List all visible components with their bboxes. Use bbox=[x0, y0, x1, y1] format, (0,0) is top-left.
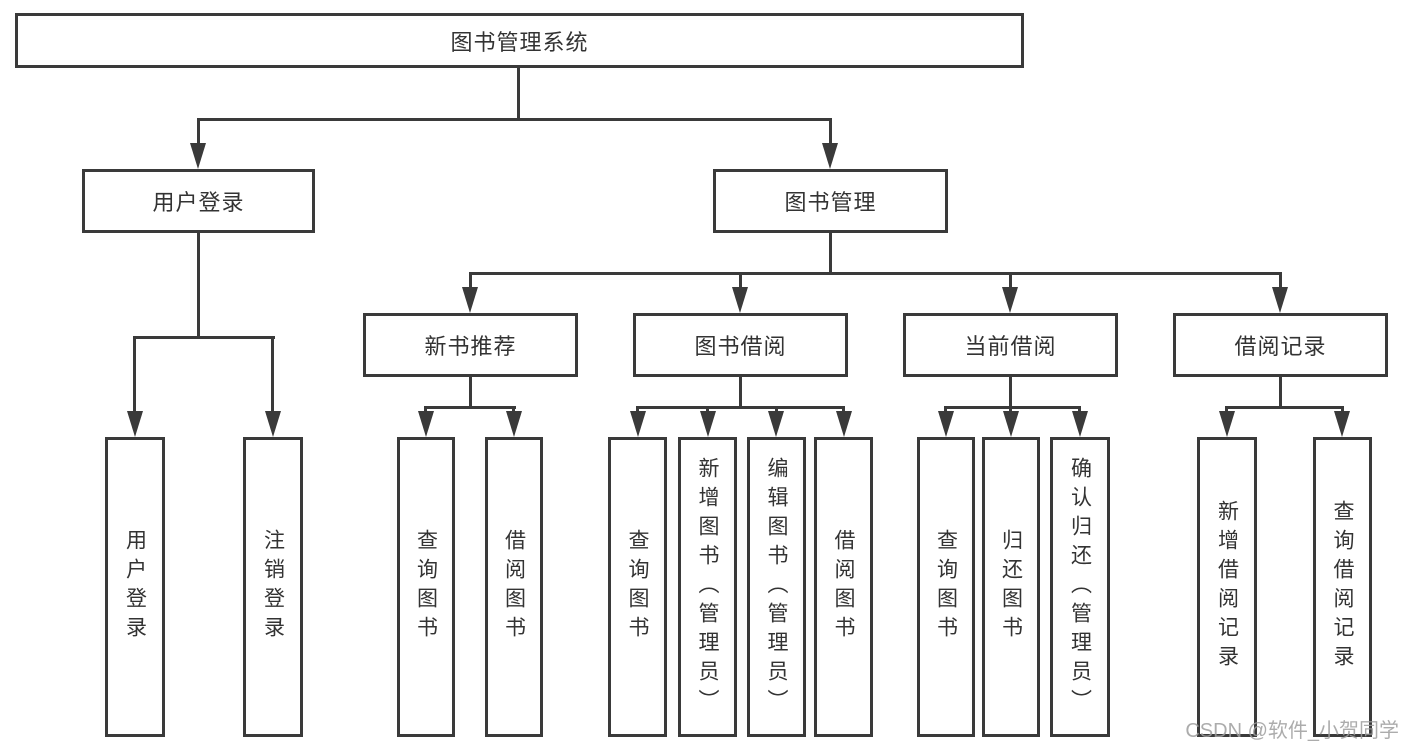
node-label: 借阅图书 bbox=[502, 529, 526, 645]
leaf-query-books-borrow: 查询图书 bbox=[608, 437, 667, 737]
arrow-down-icon bbox=[700, 411, 716, 437]
leaf-query-books-current: 查询图书 bbox=[917, 437, 975, 737]
watermark: CSDN @软件_小贺同学 bbox=[1185, 720, 1399, 742]
leaf-user-login: 用户登录 bbox=[105, 437, 165, 737]
node-label: 查询图书 bbox=[934, 529, 958, 645]
connector-line bbox=[1009, 377, 1012, 408]
node-book-borrow: 图书借阅 bbox=[633, 313, 848, 377]
node-label: 用户登录 bbox=[152, 190, 245, 215]
node-label: 借阅记录 bbox=[1234, 334, 1327, 359]
node-label: 查询借阅记录 bbox=[1331, 500, 1354, 674]
node-library-system: 图书管理系统 bbox=[15, 13, 1024, 68]
leaf-query-books-new: 查询图书 bbox=[397, 437, 455, 737]
leaf-borrow-books-borrow: 借阅图书 bbox=[814, 437, 873, 737]
leaf-borrow-books-new: 借阅图书 bbox=[485, 437, 543, 737]
node-label: 借阅图书 bbox=[832, 529, 855, 645]
connector-line bbox=[271, 336, 274, 413]
connector-line bbox=[1225, 406, 1228, 413]
connector-line bbox=[469, 272, 472, 289]
leaf-query-borrow-record: 查询借阅记录 bbox=[1313, 437, 1372, 737]
connector-line bbox=[424, 406, 427, 413]
leaf-logout-login: 注销登录 bbox=[243, 437, 303, 737]
arrow-down-icon bbox=[1272, 287, 1288, 313]
connector-line bbox=[842, 406, 845, 413]
connector-line bbox=[739, 377, 742, 408]
node-borrow-records: 借阅记录 bbox=[1173, 313, 1388, 377]
node-label: 图书借阅 bbox=[694, 334, 787, 359]
arrow-down-icon bbox=[1003, 411, 1019, 437]
node-label: 归还图书 bbox=[999, 529, 1023, 645]
connector-line bbox=[944, 406, 1081, 409]
connector-line bbox=[829, 233, 832, 274]
arrow-down-icon bbox=[768, 411, 784, 437]
node-label: 图书管理 bbox=[784, 190, 877, 215]
connector-line bbox=[706, 406, 709, 413]
node-label: 图书管理系统 bbox=[450, 29, 589, 55]
arrow-down-icon bbox=[1219, 411, 1235, 437]
connector-line bbox=[512, 406, 515, 413]
arrow-down-icon bbox=[506, 411, 522, 437]
connector-line bbox=[197, 233, 200, 336]
leaf-add-book-admin: 新增图书（管理员） bbox=[678, 437, 737, 737]
connector-line bbox=[197, 118, 832, 121]
node-label: 确认归还（管理员） bbox=[1068, 456, 1092, 718]
arrow-down-icon bbox=[630, 411, 646, 437]
arrow-down-icon bbox=[1002, 287, 1018, 313]
node-label: 当前借阅 bbox=[964, 334, 1057, 359]
node-label: 查询图书 bbox=[626, 529, 649, 645]
connector-line bbox=[944, 406, 947, 413]
leaf-edit-book-admin: 编辑图书（管理员） bbox=[747, 437, 806, 737]
connector-line bbox=[1009, 272, 1012, 289]
connector-line bbox=[197, 118, 200, 145]
node-label: 用户登录 bbox=[123, 529, 147, 645]
connector-line bbox=[1078, 406, 1081, 413]
connector-line bbox=[134, 336, 275, 339]
arrow-down-icon bbox=[190, 143, 206, 169]
node-label: 注销登录 bbox=[261, 529, 285, 645]
connector-line bbox=[1009, 406, 1012, 413]
node-new-book-recommend: 新书推荐 bbox=[363, 313, 578, 377]
connector-line bbox=[1279, 377, 1282, 408]
node-label: 新书推荐 bbox=[424, 334, 517, 359]
leaf-return-books: 归还图书 bbox=[982, 437, 1040, 737]
connector-line bbox=[425, 406, 516, 409]
leaf-add-borrow-record: 新增借阅记录 bbox=[1197, 437, 1257, 737]
arrow-down-icon bbox=[418, 411, 434, 437]
arrow-down-icon bbox=[732, 287, 748, 313]
connector-line bbox=[636, 406, 845, 409]
node-current-borrow: 当前借阅 bbox=[903, 313, 1118, 377]
arrow-down-icon bbox=[822, 143, 838, 169]
connector-line bbox=[1225, 406, 1344, 409]
arrow-down-icon bbox=[462, 287, 478, 313]
connector-line bbox=[133, 336, 136, 413]
arrow-down-icon bbox=[1072, 411, 1088, 437]
arrow-down-icon bbox=[836, 411, 852, 437]
connector-line bbox=[829, 118, 832, 145]
arrow-down-icon bbox=[127, 411, 143, 437]
leaf-confirm-return-admin: 确认归还（管理员） bbox=[1050, 437, 1110, 737]
connector-line bbox=[1279, 272, 1282, 289]
connector-line bbox=[469, 272, 1281, 275]
connector-line bbox=[517, 68, 520, 119]
arrow-down-icon bbox=[1334, 411, 1350, 437]
connector-line bbox=[1341, 406, 1344, 413]
arrow-down-icon bbox=[265, 411, 281, 437]
connector-line bbox=[775, 406, 778, 413]
node-label: 编辑图书（管理员） bbox=[765, 456, 788, 718]
node-label: 新增图书（管理员） bbox=[696, 456, 719, 718]
connector-line bbox=[636, 406, 639, 413]
connector-line bbox=[469, 377, 472, 408]
node-user-login: 用户登录 bbox=[82, 169, 315, 233]
connector-line bbox=[739, 272, 742, 289]
node-label: 新增借阅记录 bbox=[1215, 500, 1239, 674]
node-label: 查询图书 bbox=[414, 529, 438, 645]
arrow-down-icon bbox=[938, 411, 954, 437]
node-book-management: 图书管理 bbox=[713, 169, 948, 233]
